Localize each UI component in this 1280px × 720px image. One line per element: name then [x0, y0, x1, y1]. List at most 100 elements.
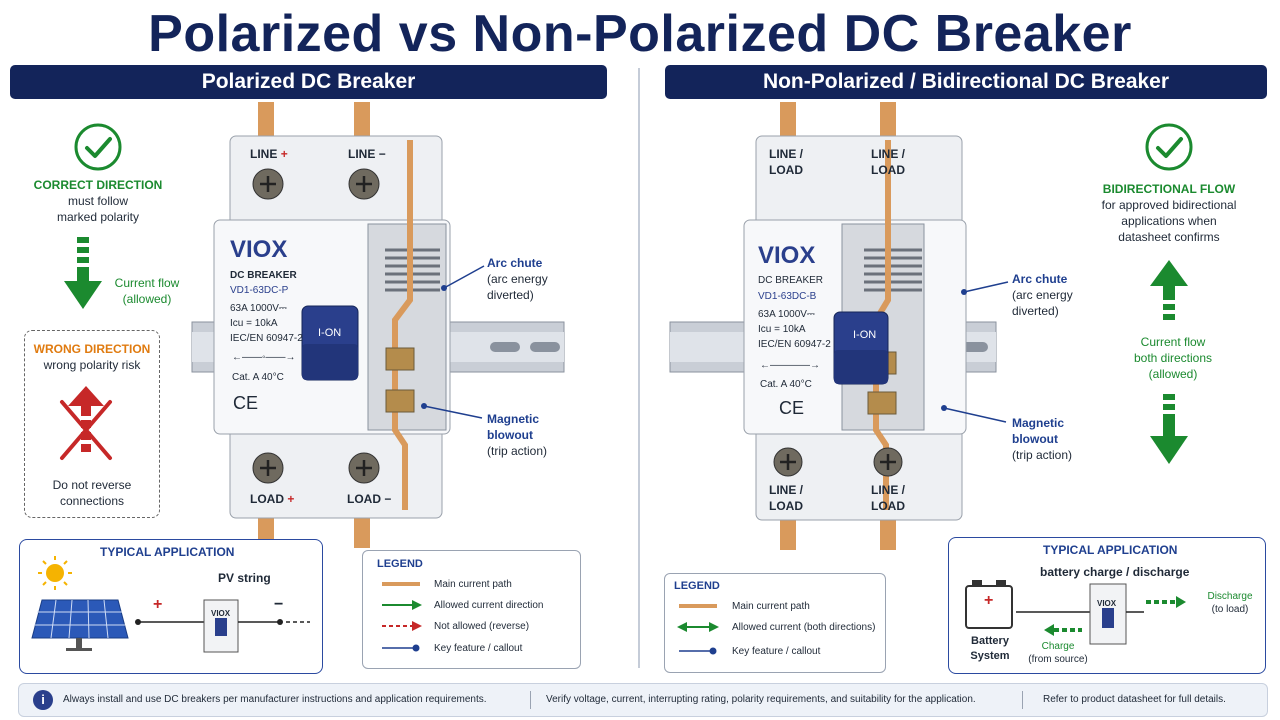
- terminal-line-neg: LINE −: [348, 147, 386, 161]
- magnetic-desc-right: (trip action): [1012, 448, 1073, 462]
- pv-plus: +: [153, 596, 163, 613]
- terminal-bottom-right: LINE /LOAD: [870, 483, 905, 513]
- up-arrow-icon: [1150, 260, 1188, 320]
- flow-label-2: (allowed): [122, 292, 172, 306]
- ce-mark-right: CE: [779, 398, 805, 418]
- footer-bar: i Always install and use DC breakers per…: [18, 683, 1268, 717]
- right-legend-swatches: [677, 604, 719, 655]
- wrong-direction-box: [24, 330, 160, 518]
- terminal-load-neg: LOAD −: [347, 492, 392, 506]
- left-legend-item-4: Key feature / callout: [434, 643, 523, 654]
- page-title: Polarized vs Non-Polarized DC Breaker: [148, 5, 1132, 63]
- wrong-line2: connections: [59, 494, 125, 508]
- terminal-top-left: LINE /LOAD: [768, 147, 803, 177]
- polarized-breaker-illustration: [191, 102, 565, 548]
- pv-string-diagram: [31, 556, 310, 653]
- magnetic-title-1: Magnetic: [487, 412, 540, 426]
- check-icon: [74, 123, 122, 171]
- pv-breaker-brand: VIOX: [211, 609, 231, 618]
- bidir-flow-3: (allowed): [1148, 367, 1198, 381]
- magnetic-desc: (trip action): [487, 444, 548, 458]
- bidir-mark-right: ←————→: [760, 360, 820, 371]
- footer-text-3: Refer to product datasheet for full deta…: [1043, 694, 1226, 705]
- discharge-label: Discharge(to load): [1207, 591, 1253, 615]
- footer-separator-1: [530, 691, 531, 709]
- breaker-icu: Icu = 10kA: [230, 318, 278, 329]
- breaker-standard: IEC/EN 60947-2: [230, 333, 303, 344]
- breaker-cat-right: Cat. A 40°C: [760, 379, 812, 390]
- battery-plus: +: [984, 592, 994, 609]
- terminal-top-right: LINE /LOAD: [870, 147, 905, 177]
- breaker-model: VD1-63DC-P: [230, 285, 289, 296]
- right-legend-item-2: Allowed current (both directions): [732, 622, 876, 633]
- check-icon-right: [1145, 123, 1193, 171]
- breaker-cat: Cat. A 40°C: [232, 372, 284, 383]
- magnetic-title-2: blowout: [487, 428, 533, 442]
- magnetic-title-right-1: Magnetic: [1012, 416, 1065, 430]
- blocked-arrow-icon: [60, 386, 112, 460]
- magnetic-leader: [421, 403, 483, 419]
- charge-label: Charge(from source): [1028, 641, 1088, 665]
- arc-chute-leader: [441, 265, 485, 291]
- wrong-heading: WRONG DIRECTION: [33, 342, 151, 356]
- right-app-sub: battery charge / discharge: [1040, 565, 1190, 579]
- terminal-bottom-left: LINE /LOAD: [768, 483, 803, 513]
- correct-heading: CORRECT DIRECTION: [33, 178, 163, 192]
- battery-breaker-brand: VIOX: [1097, 599, 1117, 608]
- down-arrow-icon-right: [1150, 394, 1188, 464]
- wrong-sub: wrong polarity risk: [43, 358, 141, 372]
- breaker-standard-right: IEC/EN 60947-2: [758, 339, 831, 350]
- right-banner: Non-Polarized / Bidirectional DC Breaker: [665, 65, 1267, 99]
- bidirectional-breaker-illustration: [669, 102, 997, 550]
- breaker-rating: 63A 1000V⎓: [230, 303, 287, 314]
- arc-chute-title-right: Arc chute: [1012, 272, 1068, 286]
- flow-label-1: Current flow: [114, 276, 180, 290]
- breaker-type: DC BREAKER: [230, 270, 297, 281]
- bidir-mark: ←——◦——→: [232, 352, 296, 363]
- right-legend-item-3: Key feature / callout: [732, 646, 821, 657]
- pv-minus: −: [274, 596, 284, 613]
- left-legend: [362, 550, 581, 669]
- terminal-load-pos: LOAD +: [250, 492, 295, 506]
- magnetic-title-right-2: blowout: [1012, 432, 1058, 446]
- left-legend-item-1: Main current path: [434, 579, 512, 590]
- breaker-model-right: VD1-63DC-B: [758, 291, 817, 302]
- left-app-heading: TYPICAL APPLICATION: [100, 545, 235, 559]
- arc-chute-desc-1: (arc energy: [487, 272, 548, 286]
- center-divider: [638, 68, 640, 668]
- brand-logo-right: VIOX: [758, 242, 816, 269]
- bidir-flow-1: Current flow: [1140, 335, 1206, 349]
- battery-diagram: [965, 580, 1186, 645]
- right-legend-heading: LEGEND: [674, 580, 720, 592]
- wrong-line1: Do not reverse: [52, 478, 132, 492]
- brand-logo: VIOX: [230, 236, 288, 263]
- bidir-heading: BIDIRECTIONAL FLOW: [1102, 182, 1236, 196]
- arc-chute-desc-2: diverted): [487, 288, 534, 302]
- left-legend-item-2: Allowed current direction: [434, 600, 544, 611]
- breaker-rating-right: 63A 1000V⎓: [758, 309, 815, 320]
- terminal-line-pos: LINE +: [250, 147, 288, 161]
- magnetic-leader-right: [941, 405, 1007, 423]
- correct-line2: marked polarity: [56, 210, 140, 224]
- breaker-icu-right: Icu = 10kA: [758, 324, 806, 335]
- left-legend-swatches: [382, 582, 422, 652]
- right-legend: [664, 573, 886, 673]
- footer-separator-2: [1022, 691, 1023, 709]
- ce-mark: CE: [233, 393, 259, 413]
- left-legend-heading: LEGEND: [377, 558, 423, 570]
- left-banner: Polarized DC Breaker: [10, 65, 607, 99]
- bidir-line3: datasheet confirms: [1118, 230, 1220, 244]
- handle-label: I-ON: [318, 327, 342, 339]
- bidir-flow-2: both directions: [1133, 351, 1213, 365]
- bidir-line1: for approved bidirectional: [1101, 198, 1237, 212]
- breaker-type-right: DC BREAKER: [758, 275, 824, 286]
- handle-label-right: I-ON: [853, 329, 877, 341]
- arc-chute-leader-right: [961, 281, 1009, 295]
- correct-line1: must follow: [67, 194, 129, 208]
- bidir-line2: applications when: [1121, 214, 1217, 228]
- arc-chute-title: Arc chute: [487, 256, 543, 270]
- left-legend-item-3: Not allowed (reverse): [434, 621, 530, 632]
- footer-text-1: Always install and use DC breakers per m…: [63, 694, 487, 705]
- right-app-heading: TYPICAL APPLICATION: [1043, 543, 1178, 557]
